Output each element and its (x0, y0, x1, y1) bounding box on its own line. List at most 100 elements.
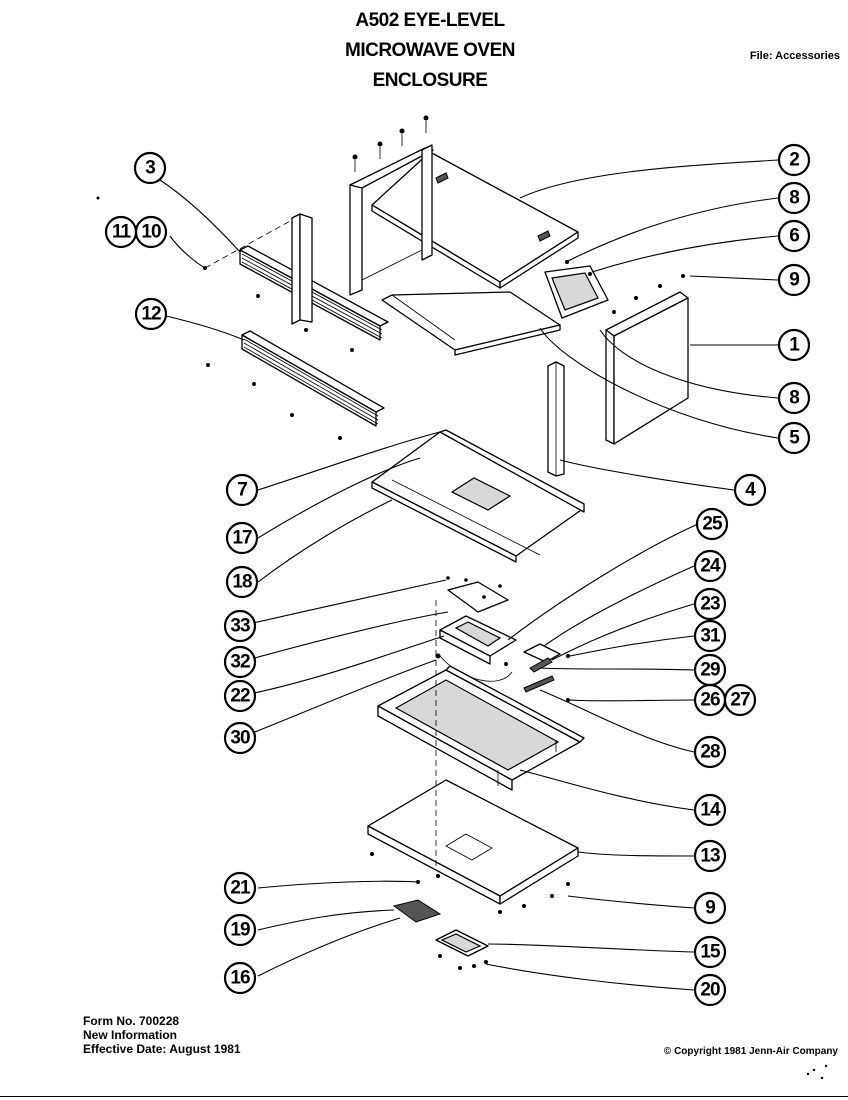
svg-text:26: 26 (700, 690, 720, 711)
foot-pad-part (392, 899, 442, 923)
lower-frame-part (377, 665, 585, 791)
callout-8-lower: 8 (777, 381, 811, 415)
callout-9-upper: 9 (777, 263, 811, 297)
svg-text:9: 9 (705, 898, 715, 919)
svg-text:1: 1 (789, 335, 800, 356)
callout-14: 14 (693, 793, 727, 827)
svg-text:31: 31 (700, 626, 721, 647)
svg-text:4: 4 (745, 480, 756, 501)
callout-24: 24 (693, 549, 727, 583)
callout-15: 15 (693, 935, 727, 969)
svg-text:2: 2 (789, 150, 799, 171)
bottom-rule (0, 1096, 848, 1097)
effective-date: Effective Date: August 1981 (83, 1042, 241, 1056)
screws-foot (438, 954, 488, 970)
trim-strip-part (239, 245, 389, 341)
callout-11: 11 (104, 215, 138, 249)
svg-text:21: 21 (230, 878, 251, 899)
callout-18: 18 (225, 565, 259, 599)
svg-text:16: 16 (230, 968, 250, 989)
callout-21: 21 (223, 871, 257, 905)
screws-left (96, 196, 354, 352)
svg-text:6: 6 (789, 226, 799, 247)
title-line-1: A502 EYE-LEVEL (355, 10, 505, 31)
svg-text:25: 25 (702, 514, 723, 535)
callout-30: 30 (223, 721, 257, 755)
svg-text:23: 23 (700, 594, 720, 615)
callout-29: 29 (693, 653, 727, 687)
svg-text:29: 29 (700, 660, 720, 681)
callout-2: 2 (777, 143, 811, 177)
svg-text:11: 11 (112, 222, 132, 243)
callout-27: 27 (723, 683, 757, 717)
callout-20: 20 (693, 973, 727, 1007)
svg-text:24: 24 (700, 556, 721, 577)
svg-text:3: 3 (145, 158, 155, 179)
callout-5: 5 (777, 421, 811, 455)
callout-6: 6 (777, 219, 811, 253)
copyright-notice: © Copyright 1981 Jenn-Air Company (663, 1046, 838, 1057)
svg-text:27: 27 (730, 690, 750, 711)
wire-harness-part (435, 653, 513, 682)
callout-25: 25 (695, 507, 729, 541)
vertical-bracket-part (291, 213, 313, 325)
control-box-part (439, 615, 517, 665)
svg-text:33: 33 (230, 616, 250, 637)
callout-13: 13 (693, 839, 727, 873)
scan-marks (806, 1064, 828, 1080)
screws-lower-left (206, 363, 342, 440)
svg-text:19: 19 (230, 920, 250, 941)
callout-7: 7 (225, 473, 259, 507)
svg-text:5: 5 (789, 428, 800, 449)
callout-3: 3 (133, 151, 167, 185)
callout-28: 28 (693, 735, 727, 769)
svg-text:18: 18 (232, 572, 252, 593)
svg-text:32: 32 (230, 652, 250, 673)
svg-text:10: 10 (141, 222, 161, 243)
small-bracket-part (544, 265, 609, 319)
screws-right-panel (612, 284, 662, 314)
title-line-2: MICROWAVE OVEN (345, 40, 516, 61)
title-line-3: ENCLOSURE (372, 70, 488, 91)
right-side-panel-part (605, 291, 689, 445)
callout-17: 17 (225, 521, 259, 555)
callout-12: 12 (134, 297, 168, 331)
svg-text:13: 13 (700, 846, 720, 867)
form-number: Form No. 700228 (83, 1014, 180, 1028)
svg-text:30: 30 (230, 728, 250, 749)
callout-26: 26 (693, 683, 727, 717)
small-parts-right (504, 643, 570, 702)
foot-bracket-part (435, 929, 489, 957)
callout-22: 22 (223, 679, 257, 713)
callout-16: 16 (223, 961, 257, 995)
svg-text:8: 8 (789, 388, 799, 409)
svg-text:7: 7 (237, 480, 247, 501)
callout-19: 19 (223, 913, 257, 947)
callout-4: 4 (733, 473, 767, 507)
form-status: New Information (83, 1028, 178, 1042)
svg-text:20: 20 (700, 980, 720, 1001)
shelf-part (381, 291, 561, 356)
top-panel-part (371, 151, 579, 289)
callout-31: 31 (693, 619, 727, 653)
callout-8-upper: 8 (777, 181, 811, 215)
svg-text:14: 14 (700, 800, 721, 821)
callout-23: 23 (693, 587, 727, 621)
callout-32: 32 (223, 645, 257, 679)
svg-text:22: 22 (230, 686, 250, 707)
callout-9-lower: 9 (693, 891, 727, 925)
svg-text:9: 9 (789, 270, 799, 291)
screws-top (352, 115, 429, 172)
callout-1: 1 (777, 328, 811, 362)
svg-text:28: 28 (700, 742, 720, 763)
callout-33: 33 (223, 609, 257, 643)
bottom-pan-part (367, 779, 579, 905)
vertical-rail-part (547, 361, 565, 477)
lower-trim-strip-part (241, 330, 385, 427)
screws-bottom (370, 852, 570, 914)
base-frame-part (371, 429, 585, 563)
svg-text:8: 8 (789, 188, 799, 209)
left-side-frame-part (349, 144, 434, 296)
svg-text:12: 12 (141, 304, 161, 325)
